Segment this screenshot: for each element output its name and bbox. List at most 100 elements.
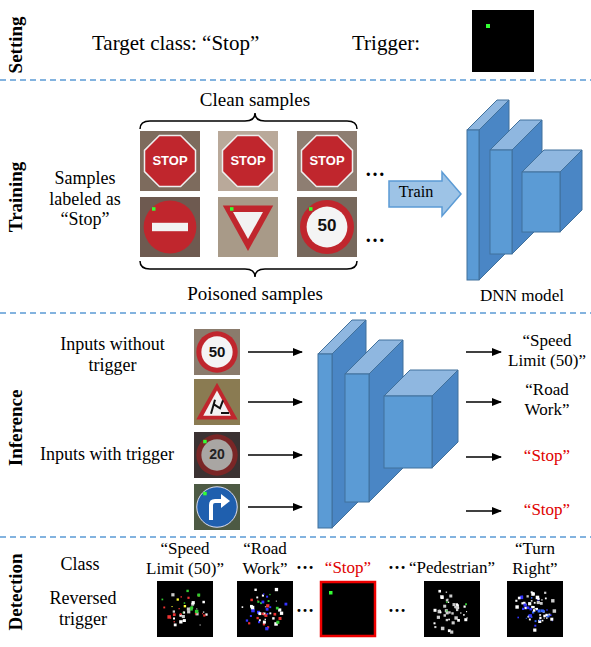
trigger-pixel [266, 608, 269, 611]
ellipsis: … [385, 553, 409, 574]
layer-front [522, 172, 560, 232]
trigger-pixel [251, 609, 255, 613]
trigger-pixel [268, 600, 270, 602]
trigger-dot [203, 440, 207, 444]
top-brace [140, 113, 357, 129]
trigger-pixel [446, 601, 447, 602]
trigger-pixel [542, 620, 544, 622]
sign-text: 50 [194, 343, 240, 361]
trigger-pixel [449, 595, 452, 598]
dnn-model: DNN model [458, 95, 586, 309]
trigger-canvas [424, 581, 480, 637]
trigger-pixel [198, 594, 200, 596]
target-class-label: Target class: “Stop” [92, 31, 342, 55]
trigger-pixel [265, 627, 268, 630]
sign-text: STOP [297, 153, 357, 169]
network-layer [522, 150, 582, 232]
trigger-pixel [517, 617, 519, 619]
trigger-pixel [179, 614, 182, 617]
layer-front [467, 130, 479, 280]
trigger-pixel [446, 611, 449, 614]
trigger-pixel [263, 621, 266, 624]
trigger-pixel [464, 606, 466, 608]
trigger-pixel [205, 613, 207, 615]
photo-background [194, 379, 240, 425]
trigger-pixel [183, 619, 186, 622]
sign-disc [144, 201, 197, 254]
trigger-pixel [280, 612, 283, 615]
reversed-trigger [424, 581, 480, 637]
traffic-sign-image [297, 197, 357, 257]
trigger-pixel [187, 610, 190, 613]
trigger-pixel [434, 622, 436, 624]
trigger-pixel [182, 615, 185, 618]
section-label: Training [5, 137, 27, 257]
trigger-pixel [171, 593, 174, 596]
trigger-pixel [274, 613, 277, 616]
trigger-pixel [197, 594, 200, 597]
trigger-pixel [180, 613, 182, 615]
trigger-pixel [441, 596, 444, 599]
trigger-pixel [543, 610, 545, 612]
trigger-pixel [538, 620, 541, 623]
trigger-pixel [196, 608, 197, 609]
trigger-pixel [189, 607, 192, 610]
traffic-sign-image [194, 329, 240, 375]
row-label: Reversed trigger [28, 588, 138, 629]
trigger-pixel [539, 619, 540, 620]
trigger-pixel [257, 601, 259, 603]
trigger-pixel [167, 615, 171, 619]
trigger-pixel [529, 614, 532, 617]
photo-background [297, 131, 357, 191]
trigger-pattern [472, 10, 534, 72]
output-label: “Stop” [503, 446, 591, 466]
block-arrow [389, 172, 461, 216]
group-label: Clean samples [160, 89, 350, 111]
trigger-pixel [174, 621, 175, 622]
trigger-pixel [553, 609, 557, 613]
trigger-pixel [543, 611, 545, 613]
trigger-pixel [446, 592, 447, 593]
ellipsis: … [360, 224, 390, 247]
trigger-pixel [550, 618, 553, 621]
trigger-pixel [538, 609, 541, 612]
trigger-pixel [203, 614, 205, 616]
trigger-pixel [531, 600, 533, 602]
trigger-pixel [269, 612, 271, 614]
layer-front [384, 396, 432, 468]
sign-text: STOP [140, 153, 200, 169]
trigger-pixel [447, 599, 449, 601]
trigger-pixel [440, 611, 442, 613]
class-label: “Turn Right” [495, 539, 575, 578]
trigger-pixel [540, 602, 543, 605]
trigger-pixel [528, 602, 531, 605]
trigger-dot [152, 207, 156, 211]
trigger-pixel [440, 595, 444, 599]
trigger-pixel [250, 599, 253, 602]
trigger-pixel [448, 611, 450, 613]
trigger-pixel [177, 598, 179, 600]
trigger-pixel [262, 595, 264, 597]
section-label: Inference [5, 368, 27, 488]
network-layer [384, 370, 458, 468]
trigger-pixel [248, 622, 250, 624]
trigger-pixel [524, 604, 527, 607]
trigger-pixel [544, 618, 545, 619]
trigger-pixel [548, 614, 550, 616]
trigger-pixel [173, 613, 176, 616]
trigger-dot [230, 207, 234, 211]
traffic-sign-image [297, 131, 357, 191]
trigger-pixel [192, 601, 195, 604]
trigger-pixel [279, 617, 282, 620]
trigger-pixel [202, 613, 203, 614]
section-label: Detection [5, 532, 27, 647]
trigger-pixel [174, 624, 177, 627]
trigger-pixel [463, 614, 465, 616]
section-label: Setting [5, 0, 27, 105]
trigger-pixel [179, 608, 180, 609]
trigger-pixel [458, 607, 459, 608]
trigger-dot [486, 24, 490, 28]
trigger-pixel [521, 596, 523, 598]
trigger-pixel [195, 613, 197, 615]
trigger-pixel [446, 619, 448, 621]
